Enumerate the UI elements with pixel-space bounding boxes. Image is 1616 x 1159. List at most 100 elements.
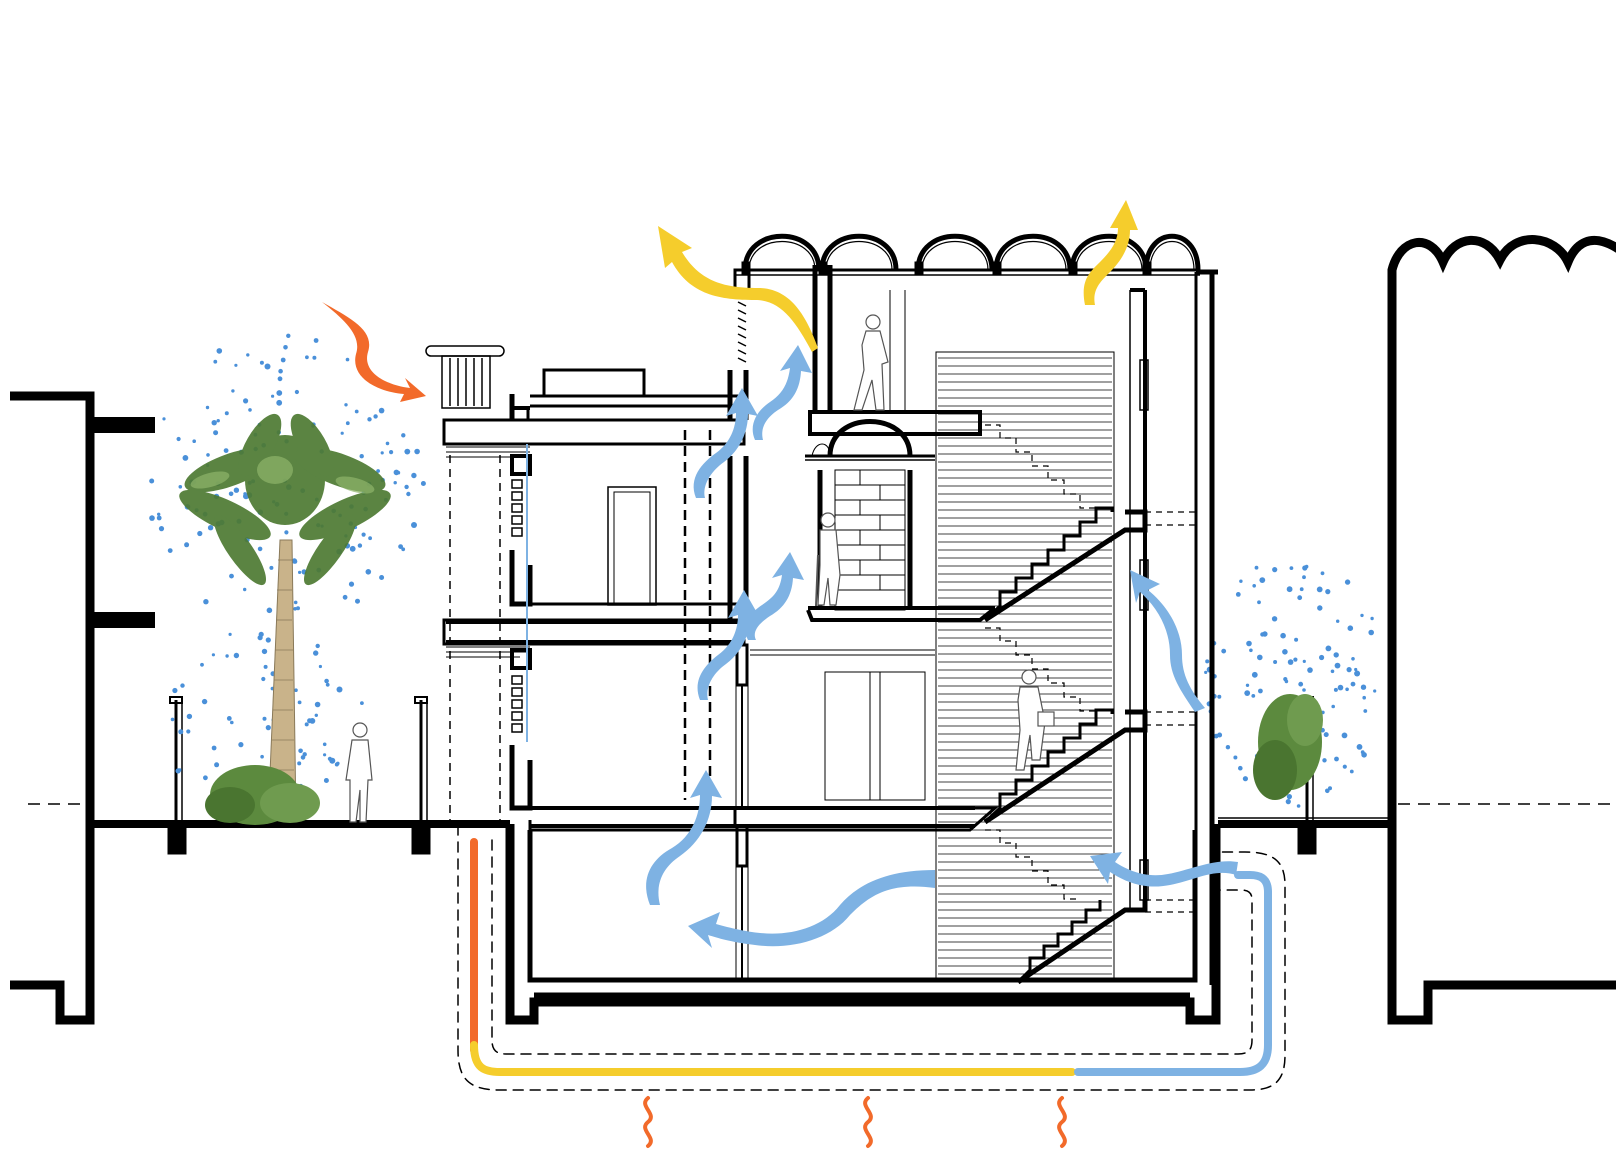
mist-dot (1242, 776, 1248, 782)
mist-dot (297, 761, 302, 766)
person-icon (815, 512, 841, 607)
mist-dot (1304, 564, 1309, 569)
mist-dot (404, 448, 411, 455)
mist-dot (1328, 786, 1332, 791)
mist-dot (271, 394, 275, 398)
mist-dot (261, 676, 266, 682)
mist-dot (186, 729, 191, 734)
mist-dot (298, 748, 303, 754)
hot-air-arrow (322, 302, 426, 402)
mist-dot (302, 752, 307, 757)
left-courtyard (90, 696, 510, 855)
mist-dot (385, 441, 390, 446)
mist-dot (149, 478, 155, 484)
mist-dot (1298, 681, 1304, 687)
mist-dot (1262, 631, 1268, 637)
roof-vault (1143, 233, 1201, 271)
main-building-section (425, 265, 1221, 1025)
person-icon (1015, 669, 1055, 771)
mist-dot (223, 448, 229, 453)
mist-dot (1368, 629, 1374, 636)
mist-dot (1251, 694, 1256, 698)
mist-dot (398, 544, 403, 549)
mist-dot (246, 353, 250, 357)
roof-vault (915, 233, 995, 271)
mist-dot (376, 469, 380, 473)
roof-vault (742, 233, 822, 271)
mist-dot (1307, 667, 1313, 673)
mist-dot (389, 450, 394, 455)
roof-vault-inner (921, 240, 989, 271)
vault-spring (992, 261, 1002, 275)
mist-dot (1285, 799, 1291, 805)
mist-dot (284, 530, 289, 535)
mist-dot (197, 530, 203, 537)
mist-dot (314, 713, 318, 717)
mist-dot (373, 414, 378, 419)
mist-dot (325, 682, 330, 687)
mist-dot (1336, 619, 1340, 623)
mist-dot (1249, 648, 1253, 653)
mist-dot (1296, 804, 1301, 808)
exhaust-air-arrow (658, 200, 1138, 352)
mist-dot (260, 754, 264, 759)
mist-dot (257, 546, 263, 552)
mist-dot (1258, 688, 1263, 694)
mist-dot (1360, 613, 1364, 618)
roof-vault (819, 233, 899, 271)
mist-dot (277, 376, 283, 382)
mist-dot (1205, 659, 1210, 664)
mist-dot (201, 698, 208, 705)
mist-dot (305, 355, 309, 360)
mist-dot (293, 607, 297, 611)
mist-dot (216, 348, 223, 354)
roof-vault (993, 233, 1073, 271)
mist-dot (1362, 695, 1366, 700)
left-neighbor-building (10, 391, 155, 1025)
mist-dot (1370, 616, 1374, 621)
roof-vault-inner (748, 240, 816, 271)
mist-dot (1225, 745, 1231, 750)
mist-dot (323, 778, 329, 783)
mist-dot (401, 547, 406, 552)
mist-dot (1333, 687, 1338, 692)
mist-dot (304, 722, 309, 727)
mist-dot (296, 606, 300, 611)
mist-dot (1325, 788, 1330, 794)
mist-dot (1342, 764, 1347, 769)
vault-spring (1068, 261, 1078, 275)
mist-dot (411, 472, 417, 479)
mist-dot (1334, 756, 1339, 762)
right-neighbor-building (1387, 235, 1616, 1025)
mist-dot (348, 581, 355, 587)
mist-dot (211, 420, 217, 426)
mist-dot (324, 678, 329, 684)
mist-dot (1351, 657, 1355, 661)
mist-dot (243, 398, 249, 404)
mist-dot (404, 484, 409, 490)
mist-dot (365, 569, 372, 575)
mist-dot (293, 559, 298, 564)
mist-dot (1330, 669, 1335, 674)
mist-dot (1272, 567, 1278, 573)
mist-dot (211, 745, 217, 751)
mist-dot (226, 716, 232, 721)
mist-dot (1341, 732, 1348, 739)
mist-dot (1337, 684, 1344, 691)
earth-tube-loop (457, 824, 1286, 1091)
mist-dot (229, 573, 234, 579)
shrub-icon (1253, 694, 1323, 800)
mist-dot (1360, 684, 1367, 690)
mist-dot (184, 542, 190, 548)
mist-dot (1299, 587, 1304, 592)
mist-dot (1289, 566, 1294, 570)
mist-dot (276, 399, 283, 406)
vaulted-roof (741, 233, 1218, 275)
mist-dot (283, 345, 288, 350)
mist-dot (1349, 769, 1354, 774)
mist-dot (1284, 679, 1289, 684)
mist-dot (1251, 671, 1258, 678)
mist-dot (313, 650, 319, 656)
mist-dot (156, 515, 162, 521)
